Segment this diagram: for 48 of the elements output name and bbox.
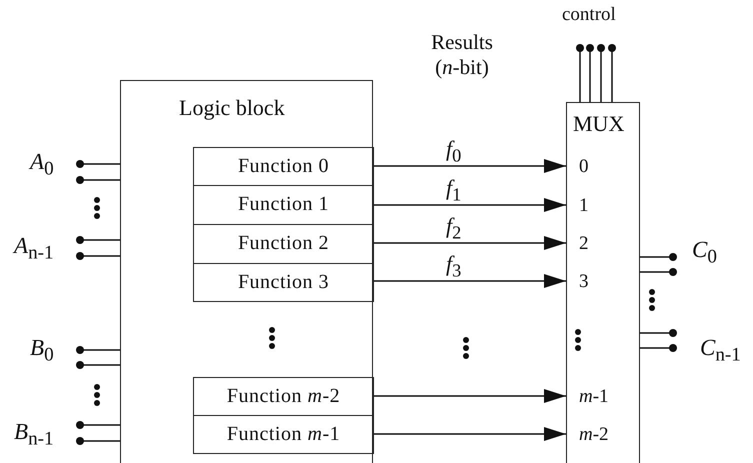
arrow xyxy=(373,198,566,212)
terminal-lead xyxy=(76,437,120,445)
terminal-lead xyxy=(76,176,120,184)
mux-box xyxy=(566,102,640,463)
terminal-lead xyxy=(76,346,120,354)
port-label: 0 xyxy=(567,152,641,182)
function-box: Function m-1 xyxy=(193,415,374,454)
block-title: MUX xyxy=(573,111,624,137)
arrow xyxy=(373,236,566,250)
port-label: 1 xyxy=(567,191,641,221)
terminal-lead xyxy=(76,236,120,244)
terminal-lead xyxy=(76,160,120,168)
pin-label: A$_{0}$ xyxy=(30,148,54,181)
pin-label: C$_{n-1}$ xyxy=(700,334,741,367)
arrow xyxy=(373,389,566,403)
function-box: Function m-2 xyxy=(193,377,374,416)
pin-label: B$_{n-1}$ xyxy=(14,418,54,451)
edge-label: f$_{0}$ xyxy=(444,138,464,165)
annotation: Results (n-bit) xyxy=(430,30,494,80)
function-box: Function 1 xyxy=(193,185,374,225)
terminal-lead xyxy=(608,44,616,102)
terminal-lead xyxy=(640,268,677,276)
terminal-lead xyxy=(76,421,120,429)
arrow xyxy=(373,159,566,173)
function-box: Function 0 xyxy=(193,147,374,186)
arrow xyxy=(373,427,566,441)
terminal-lead xyxy=(640,344,677,352)
function-box: Function 3 xyxy=(193,263,374,302)
terminal-lead xyxy=(76,361,120,369)
port-label: m-2 xyxy=(567,420,641,450)
port-label: 3 xyxy=(567,267,641,297)
block-title: Logic block xyxy=(179,95,285,121)
terminal-lead xyxy=(76,252,120,260)
pin-label: A$_{n-1}$ xyxy=(14,232,54,265)
pin-label: B$_{0}$ xyxy=(30,334,54,367)
edge-label: f$_{3}$ xyxy=(444,253,464,280)
terminal-lead xyxy=(586,44,594,102)
pin-label: C$_{0}$ xyxy=(692,236,717,269)
port-label: 2 xyxy=(567,229,641,259)
terminal-lead xyxy=(640,253,677,261)
terminal-lead xyxy=(576,44,584,102)
logic-block xyxy=(120,80,373,463)
terminal-lead xyxy=(597,44,605,102)
arrow xyxy=(373,274,566,288)
port-label: m-1 xyxy=(567,382,641,412)
annotation: control xyxy=(562,4,616,27)
terminal-lead xyxy=(640,329,677,337)
function-box: Function 2 xyxy=(193,224,374,264)
